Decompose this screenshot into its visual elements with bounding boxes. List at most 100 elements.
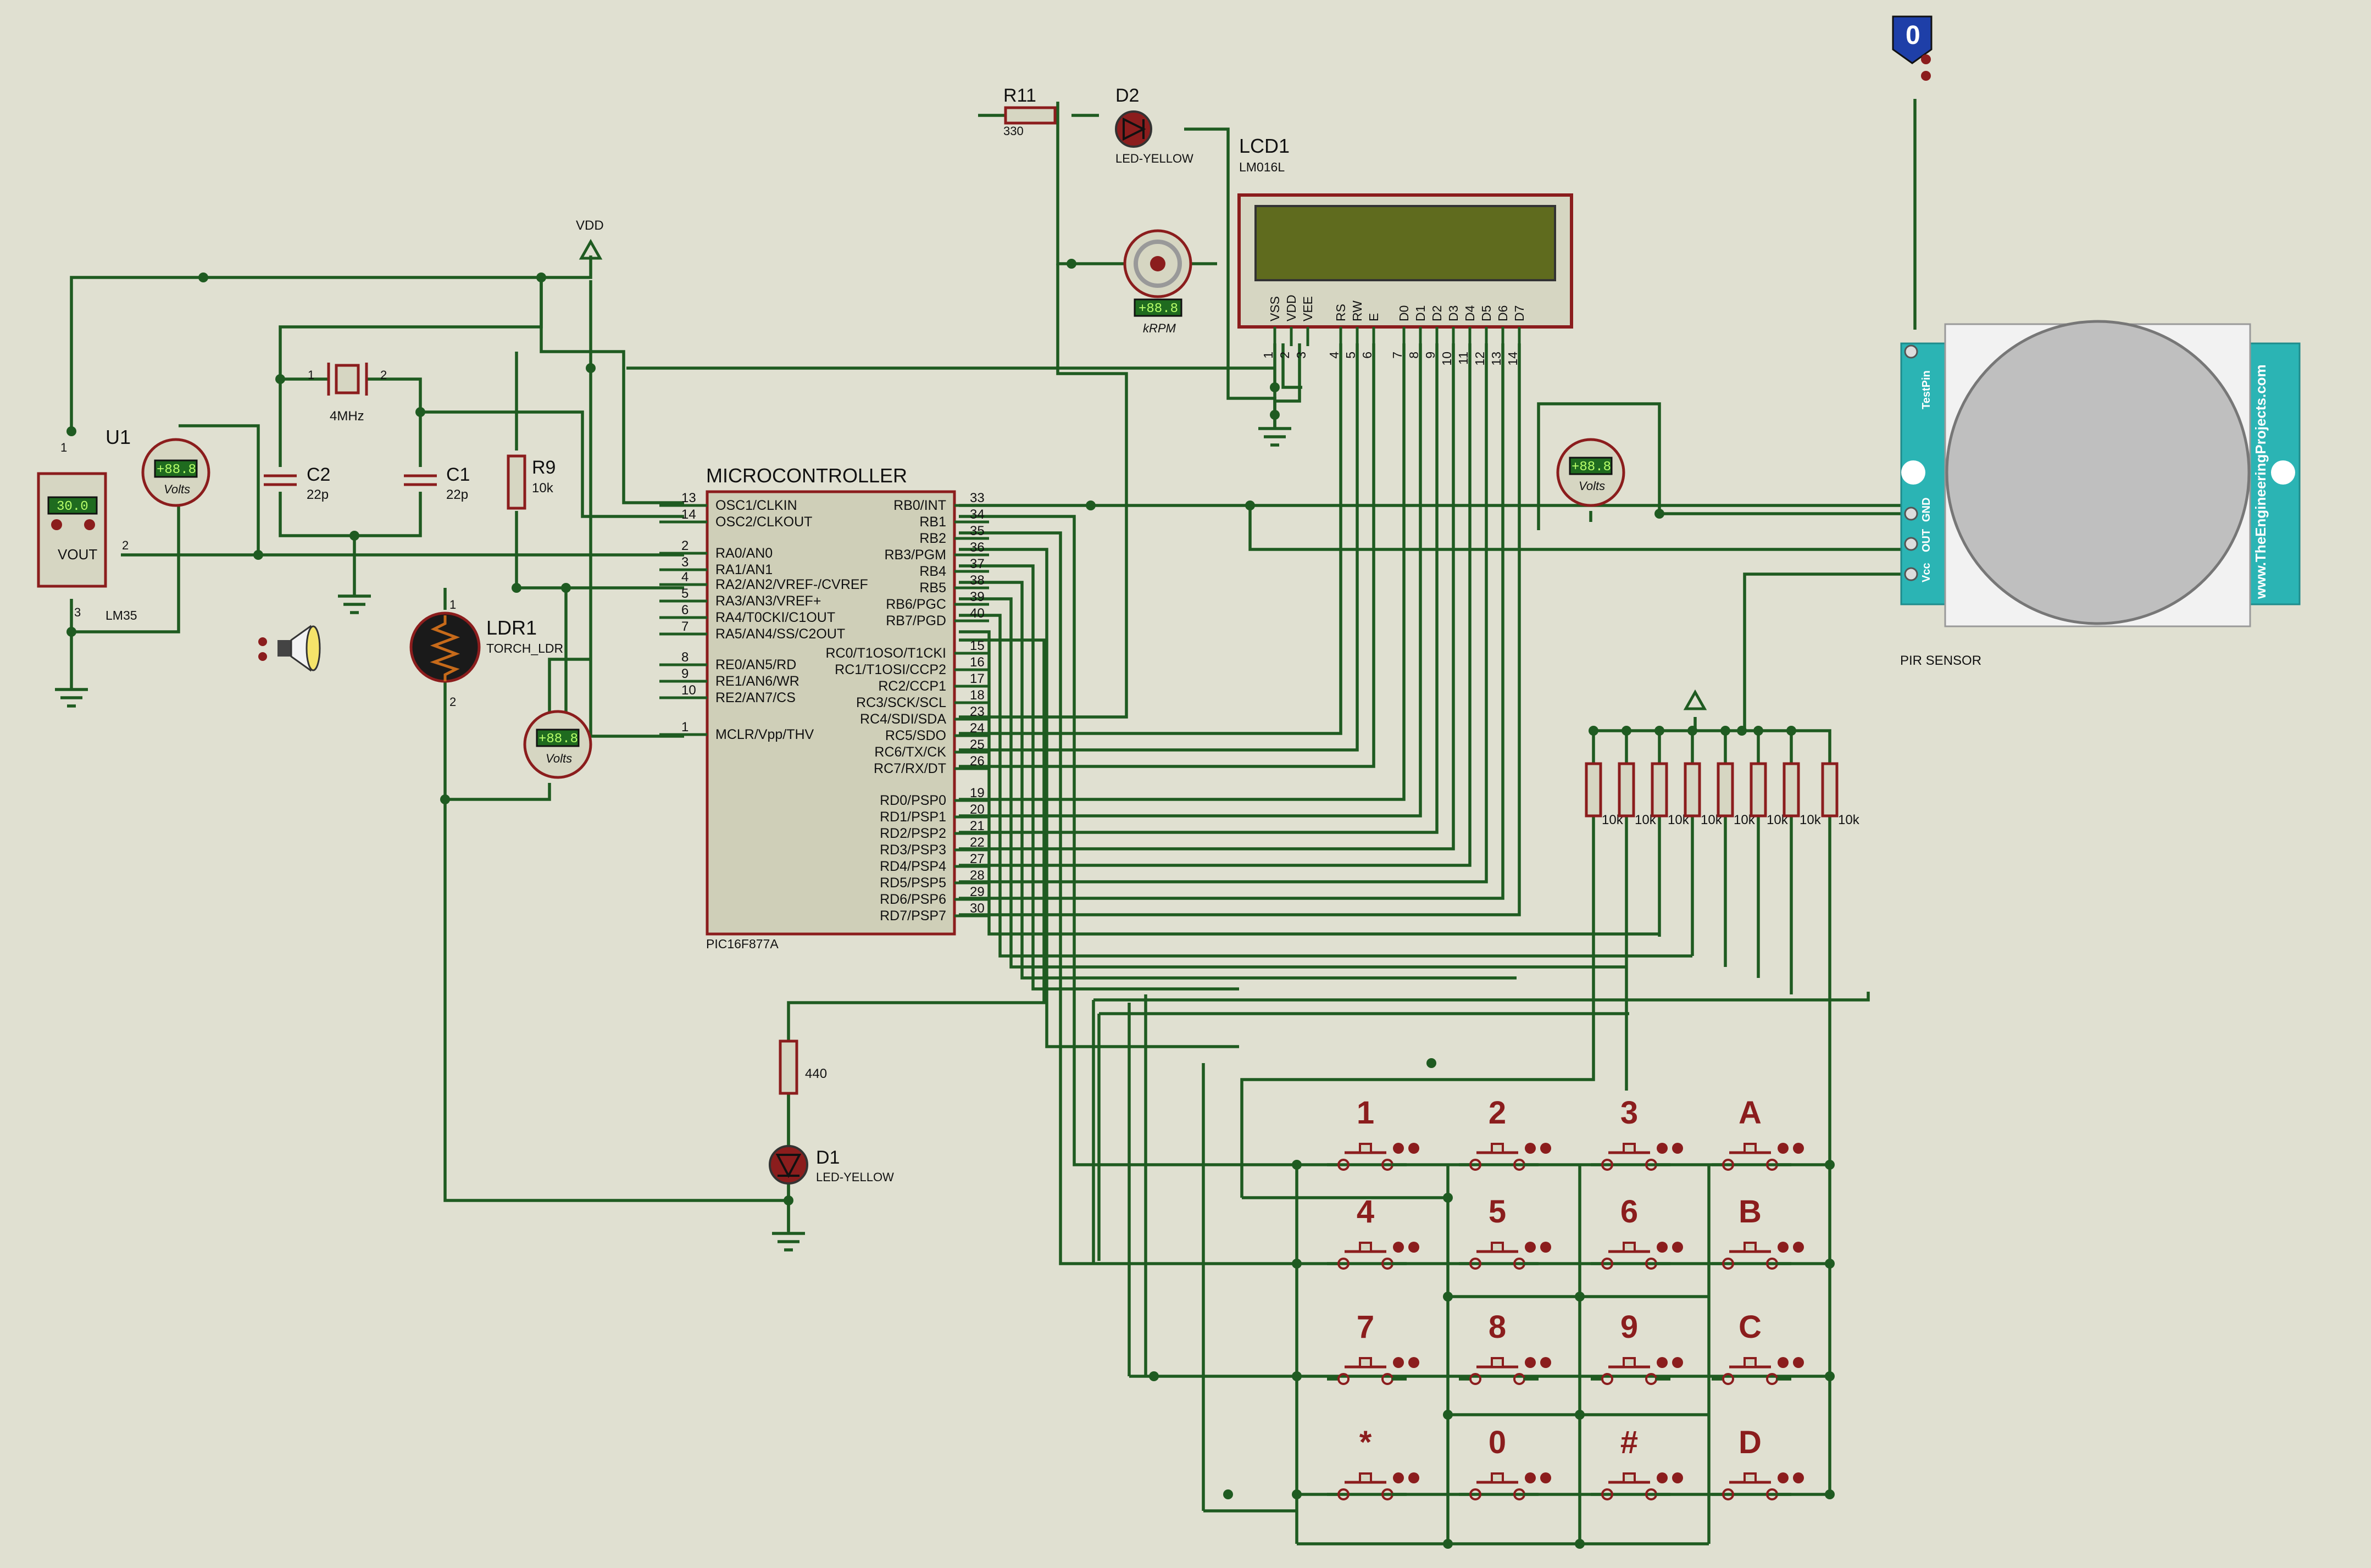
voltmeter-2[interactable]: +88.8 Volts bbox=[1556, 438, 1625, 507]
voltmeter-3[interactable]: +88.8 Volts bbox=[523, 710, 592, 779]
u1-up-icon[interactable] bbox=[84, 519, 95, 530]
keypad-key[interactable]: 7 bbox=[1327, 1309, 1419, 1385]
pullup-resistor[interactable]: 10k bbox=[1651, 762, 1690, 827]
pir-sensor[interactable]: TestPin GND OUT Vcc www.TheEngineeringPr… bbox=[1900, 320, 2301, 668]
pullup-resistor[interactable]: 10k bbox=[1684, 762, 1723, 827]
ldr-sensor[interactable]: LDR1 TORCH_LDR 1 2 bbox=[409, 598, 563, 709]
keypad-key[interactable]: A bbox=[1712, 1095, 1804, 1171]
lcd-module[interactable]: LCD1 LM016L VSS1VDD2VEE3RS4RW5E6D07D18D2… bbox=[1237, 135, 1573, 366]
lcd-pin-rw[interactable]: RW5 bbox=[1343, 301, 1364, 359]
pir-testpin-terminal[interactable] bbox=[1904, 344, 1918, 359]
led-d2[interactable]: D2 LED-YELLOW bbox=[1115, 85, 1193, 165]
pir-out-terminal[interactable] bbox=[1904, 537, 1918, 551]
keypad-key[interactable]: 3 bbox=[1591, 1095, 1683, 1171]
keypad-key[interactable]: 1 bbox=[1327, 1095, 1419, 1171]
motor[interactable]: +88.8 kRPM bbox=[1123, 229, 1192, 335]
keypad-key[interactable]: 9 bbox=[1591, 1309, 1683, 1385]
resistor-r11[interactable]: R11 330 bbox=[1003, 85, 1057, 138]
pir-vcc-terminal[interactable] bbox=[1904, 567, 1918, 581]
pullup-resistor[interactable]: 10k bbox=[1821, 762, 1860, 827]
capacitor-c1[interactable]: C1 22p bbox=[404, 464, 470, 502]
keypad-key[interactable]: 6 bbox=[1591, 1194, 1683, 1270]
capacitor-c2[interactable]: C2 22p bbox=[264, 464, 330, 502]
led-d1[interactable]: D1 LED-YELLOW bbox=[769, 1145, 894, 1185]
lcd-pin-rs[interactable]: RS4 bbox=[1327, 304, 1348, 359]
keypad-key[interactable]: 2 bbox=[1459, 1095, 1551, 1171]
pullup-resistor[interactable]: 10k bbox=[1717, 762, 1756, 827]
crystal[interactable]: 1 2 4MHz bbox=[308, 363, 387, 424]
lcd-pin-e[interactable]: E6 bbox=[1360, 313, 1381, 359]
logic-probe[interactable]: 0 bbox=[1892, 15, 1933, 81]
keypad-key[interactable]: C bbox=[1712, 1309, 1804, 1385]
pullup-resistor[interactable]: 10k bbox=[1783, 762, 1822, 827]
keypad-key[interactable]: * bbox=[1327, 1425, 1419, 1500]
u1-down-icon[interactable] bbox=[51, 519, 62, 530]
lcd-pin-d1[interactable]: D18 bbox=[1407, 305, 1428, 359]
temperature-sensor-u1[interactable]: 30.0 VOUT U1 LM35 1 2 3 bbox=[37, 426, 137, 622]
voltmeter-1[interactable]: +88.8 Volts bbox=[141, 438, 210, 507]
resistor-r9[interactable]: R9 10k bbox=[507, 454, 556, 510]
pullup-resistor[interactable]: 10k bbox=[1750, 762, 1789, 827]
lcd-pin-d2[interactable]: D29 bbox=[1423, 305, 1444, 359]
keypad-key[interactable]: D bbox=[1712, 1425, 1804, 1500]
pir-gnd-terminal[interactable] bbox=[1904, 507, 1918, 521]
lcd-pin-d0[interactable]: D07 bbox=[1390, 305, 1411, 359]
torch-speaker-icon[interactable] bbox=[258, 625, 321, 672]
resistor-440[interactable]: 440 bbox=[779, 1039, 827, 1095]
keypad-key[interactable]: 0 bbox=[1459, 1425, 1551, 1500]
keypad-key[interactable]: 4 bbox=[1327, 1194, 1419, 1270]
keypad-key[interactable]: # bbox=[1591, 1425, 1683, 1500]
keypad-key[interactable]: 8 bbox=[1459, 1309, 1551, 1385]
pullup-resistor[interactable]: 10k bbox=[1618, 762, 1657, 827]
keypad-key[interactable]: 5 bbox=[1459, 1194, 1551, 1270]
keypad-key[interactable]: B bbox=[1712, 1194, 1804, 1270]
